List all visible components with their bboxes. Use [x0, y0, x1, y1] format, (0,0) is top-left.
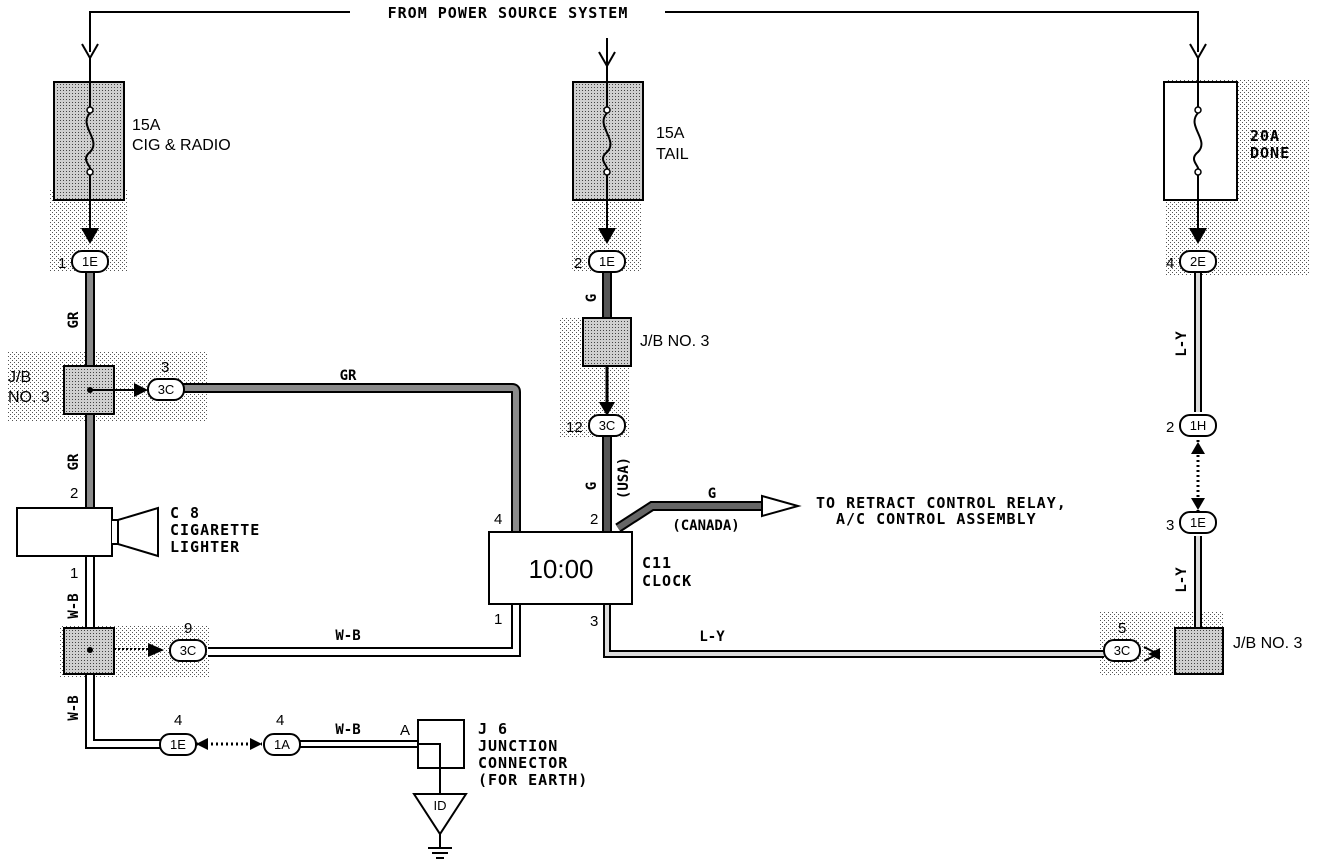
- cigarette-lighter: C 8 CIGARETTE LIGHTER: [16, 504, 260, 558]
- connector-2e-right: 2E: [1179, 250, 1217, 273]
- connector-1e-bottom: 1E: [159, 733, 197, 756]
- pin-3-top: 3: [161, 359, 169, 376]
- destination-line2: A/C CONTROL ASSEMBLY: [836, 510, 1037, 528]
- connector-3c-top: 3C: [147, 378, 185, 401]
- destination-line1: TO RETRACT CONTROL RELAY,: [816, 494, 1067, 512]
- cig-lighter-line1: CIGARETTE: [170, 521, 260, 539]
- wire-gr: GR GR GR: [66, 272, 521, 532]
- svg-text:1E: 1E: [82, 254, 98, 269]
- pin-clock-3: 3: [590, 613, 598, 630]
- junction-connector-j6: J 6 JUNCTION CONNECTOR (FOR EARTH): [417, 719, 588, 794]
- svg-text:3C: 3C: [599, 418, 616, 433]
- wire-wb-left-lower-label: W-B: [66, 695, 82, 720]
- cig-lighter-code: C 8: [170, 504, 200, 522]
- pin-5: 5: [1118, 620, 1126, 637]
- jb-left-top: J/B NO. 3: [8, 365, 148, 415]
- fuse-dome-name: DONE: [1250, 144, 1290, 162]
- svg-text:3C: 3C: [180, 643, 197, 658]
- pin-3-right: 3: [1166, 517, 1174, 534]
- fuse-tail-name: TAIL: [656, 146, 689, 163]
- wire-ly-upper-label: L-Y: [1174, 331, 1190, 357]
- clock-name: CLOCK: [642, 572, 692, 590]
- wire-wb-mid-label: W-B: [335, 628, 360, 644]
- fuse-cig-radio: 15A CIG & RADIO: [53, 58, 231, 244]
- jb-mid-label: J/B NO. 3: [640, 333, 709, 350]
- power-source-bus: FROM POWER SOURCE SYSTEM: [81, 4, 1207, 69]
- jb-right-low: J/B NO. 3: [1174, 627, 1302, 675]
- wire-g: G G (USA) G (CANADA): [584, 272, 802, 534]
- j6-line1: JUNCTION: [478, 737, 558, 755]
- svg-text:1A: 1A: [274, 737, 290, 752]
- pin-12: 12: [566, 419, 583, 436]
- jb-left-label-2: NO. 3: [8, 389, 50, 406]
- j6-line3: (FOR EARTH): [478, 771, 588, 789]
- pin-2-cig: 2: [70, 485, 78, 502]
- pin-clock-4: 4: [494, 511, 502, 528]
- clock-code: C11: [642, 554, 672, 572]
- jb-left-label-1: J/B: [8, 369, 31, 386]
- wire-ly: L-Y L-Y L-Y: [603, 272, 1205, 662]
- pin-9: 9: [184, 620, 192, 637]
- svg-text:1E: 1E: [599, 254, 615, 269]
- pin-clock-2: 2: [590, 511, 598, 528]
- pin-1-left: 1: [58, 255, 66, 272]
- jb-left-low: [63, 627, 115, 675]
- connector-1a-bottom: 1A: [263, 733, 301, 756]
- ground-id: ID: [412, 793, 468, 859]
- fuse-cig-rating: 15A: [132, 117, 161, 134]
- wire-canada-label: (CANADA): [672, 518, 739, 534]
- wire-ly-bottom-label: L-Y: [699, 629, 725, 645]
- destination-note: TO RETRACT CONTROL RELAY, A/C CONTROL AS…: [816, 494, 1067, 528]
- wire-wb: W-B W-B W-B W-B: [66, 556, 521, 750]
- clock-display: 10:00: [528, 554, 593, 584]
- fuse-dome-rating: 20A: [1250, 127, 1280, 145]
- wire-wb-left-upper-label: W-B: [66, 593, 82, 618]
- pin-2-mid: 2: [574, 255, 582, 272]
- ground-id-label: ID: [434, 798, 447, 813]
- fuse-dome: 20A DONE: [1163, 58, 1290, 244]
- cig-lighter-line2: LIGHTER: [170, 538, 240, 556]
- pin-4-right: 4: [1166, 255, 1174, 272]
- pin-2-right: 2: [1166, 419, 1174, 436]
- wire-wb-bottom-label: W-B: [335, 722, 360, 738]
- connector-3c-left-bottom: 3C: [169, 639, 207, 662]
- connector-1e-left: 1E: [71, 250, 109, 273]
- svg-text:3C: 3C: [158, 382, 175, 397]
- wire-gr-left-upper-label: GR: [66, 311, 82, 328]
- wire-gr-top-label: GR: [340, 368, 357, 384]
- j6-line2: CONNECTOR: [478, 754, 568, 772]
- svg-text:2E: 2E: [1190, 254, 1206, 269]
- connector-1h: 1H: [1179, 414, 1217, 437]
- power-source-label: FROM POWER SOURCE SYSTEM: [388, 4, 629, 22]
- svg-text:1E: 1E: [170, 737, 186, 752]
- wire-g-mid-upper-label: G: [584, 294, 600, 302]
- svg-text:1E: 1E: [1190, 515, 1206, 530]
- fuse-tail: 15A TAIL: [572, 66, 689, 244]
- jb-mid: J/B NO. 3: [582, 317, 709, 367]
- svg-text:1H: 1H: [1190, 418, 1207, 433]
- wire-gr-left-lower-label: GR: [66, 453, 82, 470]
- wire-ly-lower-label: L-Y: [1174, 567, 1190, 593]
- connector-3c-mid: 3C: [588, 414, 626, 437]
- connector-1e-right: 1E: [1179, 511, 1217, 534]
- connector-3c-right-bottom: 3C: [1103, 639, 1141, 662]
- clock: 10:00 C11 CLOCK: [488, 531, 692, 605]
- connector-1e-mid: 1E: [588, 250, 626, 273]
- wire-g-mid-lower-label: G: [584, 482, 600, 490]
- pin-j6-a: A: [400, 722, 410, 739]
- pin-4-bottom-a: 4: [174, 712, 182, 729]
- jb-right-label: J/B NO. 3: [1233, 635, 1302, 652]
- pin-clock-1: 1: [494, 611, 502, 628]
- j6-code: J 6: [478, 720, 508, 738]
- pin-1-cig: 1: [70, 565, 78, 582]
- ground-symbol-icon: [428, 847, 452, 859]
- fuse-cig-name: CIG & RADIO: [132, 137, 231, 154]
- fuse-tail-rating: 15A: [656, 125, 685, 142]
- svg-text:3C: 3C: [1114, 643, 1131, 658]
- pin-4-bottom-b: 4: [276, 712, 284, 729]
- wire-usa-label: (USA): [616, 457, 632, 499]
- wire-g-canada-label: G: [708, 486, 716, 502]
- pin-labels: 1 2 4 3 12 2 3 2 1 9 5 4 4 4 2 1 3 A: [58, 255, 1174, 739]
